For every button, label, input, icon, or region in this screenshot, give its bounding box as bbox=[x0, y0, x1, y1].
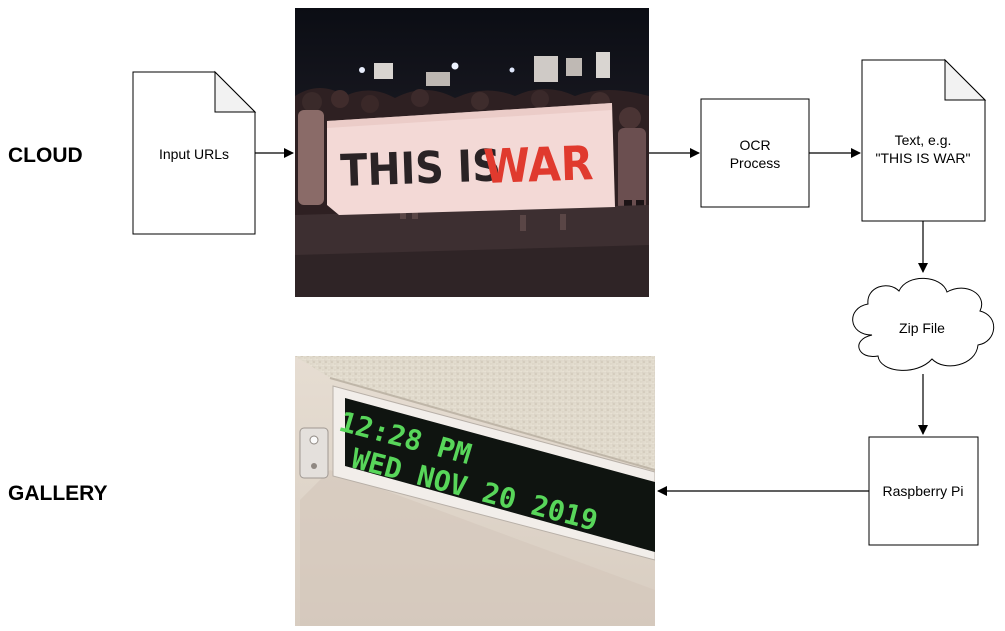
input-urls-label: Input URLs bbox=[159, 146, 229, 162]
cloud-section-label: CLOUD bbox=[8, 144, 83, 167]
raspberry-pi-label: Raspberry Pi bbox=[883, 483, 964, 499]
input-urls-document: Input URLs bbox=[132, 70, 257, 235]
text-output-label-line1: Text, e.g. bbox=[895, 132, 952, 148]
protest-photo: THIS IS WAR bbox=[295, 8, 649, 297]
ocr-label-line1: OCR bbox=[739, 137, 770, 153]
banner-text-war: WAR bbox=[482, 136, 594, 195]
raspberry-pi-box: Raspberry Pi bbox=[868, 436, 979, 546]
gallery-section-label: GALLERY bbox=[8, 482, 108, 505]
zip-file-label: Zip File bbox=[899, 320, 945, 336]
zip-file-cloud: Zip File bbox=[852, 277, 995, 371]
ocr-process-box: OCR Process bbox=[700, 98, 810, 208]
ocr-label-line2: Process bbox=[730, 155, 781, 171]
banner-text-this-is: THIS IS bbox=[340, 140, 502, 197]
text-output-label-line2: "THIS IS WAR" bbox=[876, 150, 971, 166]
text-output-document: Text, e.g. "THIS IS WAR" bbox=[861, 58, 987, 222]
led-display-photo: 12:28 PM WED NOV 20 2019 bbox=[295, 356, 655, 626]
